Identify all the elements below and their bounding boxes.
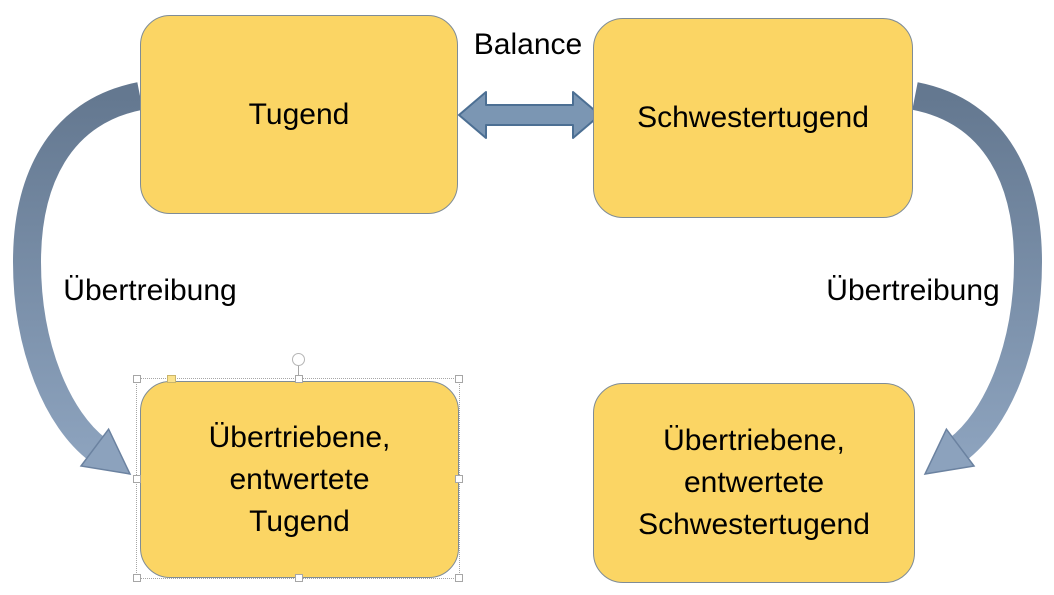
node-entwertete-tugend[interactable]: Übertriebene, entwertete Tugend [140, 381, 459, 578]
node-tugend-label: Tugend [248, 97, 350, 131]
node-schwestertugend[interactable]: Schwestertugend [593, 18, 913, 218]
shape-adjust-handle[interactable] [167, 375, 176, 383]
resize-handle-middle-right[interactable] [455, 475, 463, 483]
resize-handle-top-left[interactable] [133, 375, 141, 383]
rotate-handle[interactable] [292, 353, 305, 366]
balance-double-arrow-icon[interactable] [458, 91, 601, 139]
left-curved-arrow[interactable] [12, 82, 144, 475]
resize-handle-middle-left[interactable] [133, 475, 141, 483]
node-entwertete-tugend-label: Übertriebene, entwertete Tugend [208, 420, 391, 538]
exaggeration-label-right[interactable]: Übertreibung [826, 274, 1000, 307]
resize-handle-bottom-right[interactable] [455, 574, 463, 582]
resize-handle-bottom-middle[interactable] [295, 574, 303, 582]
resize-handle-bottom-left[interactable] [133, 574, 141, 582]
node-tugend[interactable]: Tugend [140, 15, 458, 214]
exaggeration-label-left[interactable]: Übertreibung [63, 274, 237, 307]
node-entwertete-schwestertugend[interactable]: Übertriebene, entwertete Schwestertugend [593, 383, 915, 583]
balance-label[interactable]: Balance [473, 28, 583, 61]
node-entwertete-schwestertugend-label: Übertriebene, entwertete Schwestertugend [638, 424, 870, 541]
right-curved-arrow[interactable] [911, 82, 1043, 475]
resize-handle-top-middle[interactable] [295, 375, 303, 383]
node-schwestertugend-label: Schwestertugend [637, 101, 869, 134]
resize-handle-top-right[interactable] [455, 375, 463, 383]
